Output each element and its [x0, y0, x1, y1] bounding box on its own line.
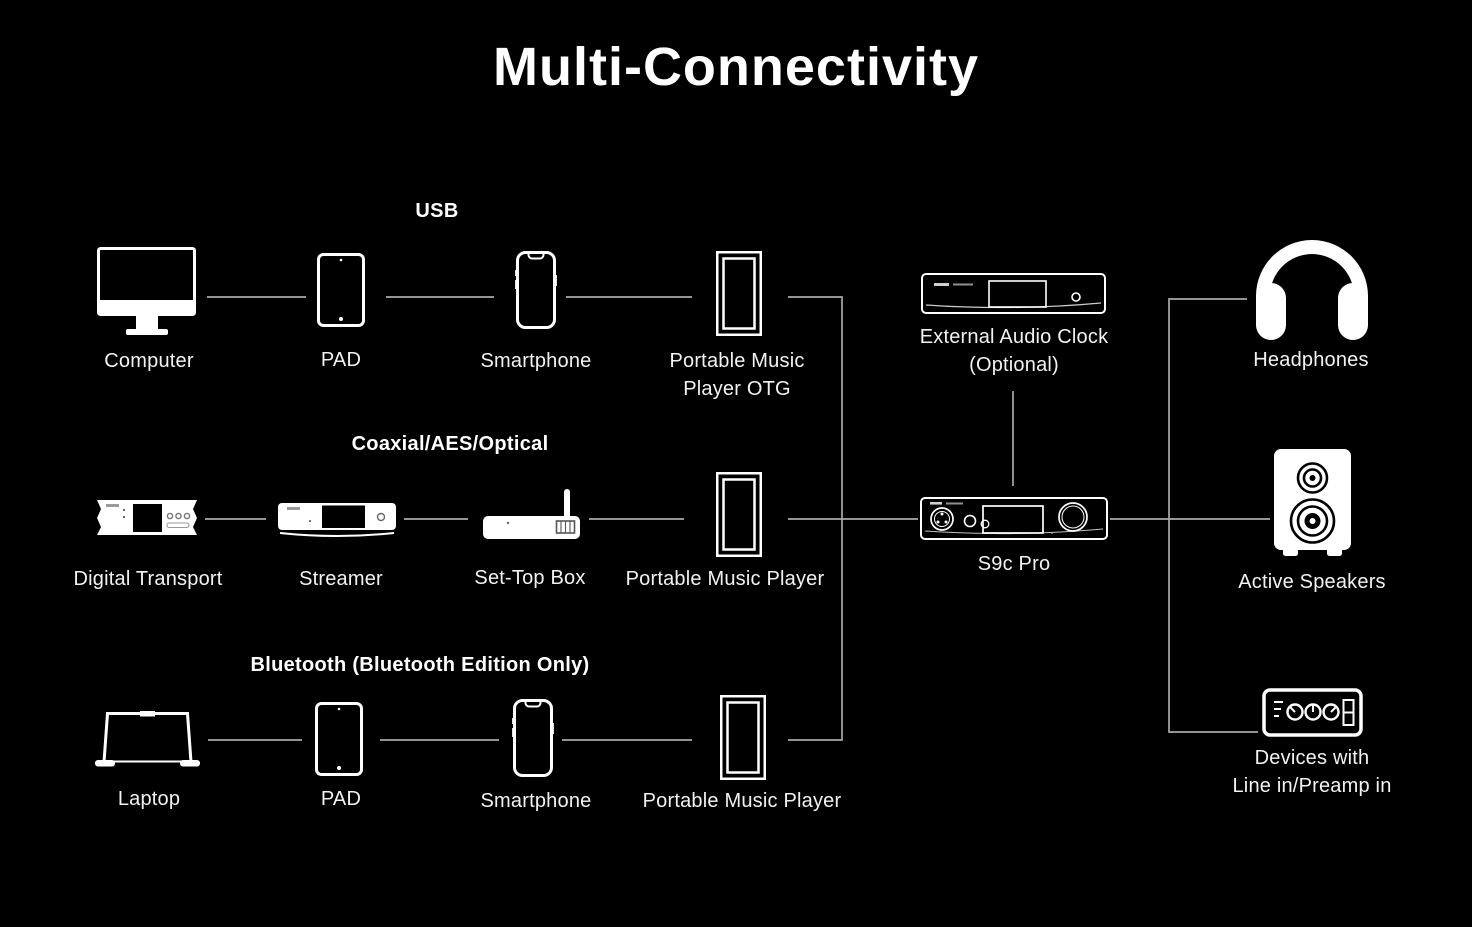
smartphone-icon	[513, 251, 559, 329]
section-header-usb: USB	[415, 200, 459, 222]
node-label-external-clock: External Audio Clock (Optional)	[919, 326, 1109, 376]
node-label-smartphone-bt: Smartphone	[480, 790, 592, 812]
active-speaker-icon	[1274, 449, 1351, 556]
node-label-set-top-box: Set-Top Box	[474, 567, 586, 589]
portable-music-player-icon	[720, 695, 766, 780]
section-header-coaxial: Coaxial/AES/Optical	[351, 433, 549, 455]
external-audio-clock-icon	[921, 273, 1106, 314]
tablet-icon	[315, 702, 363, 776]
smartphone-icon	[510, 699, 556, 777]
node-label-headphones: Headphones	[1253, 349, 1369, 371]
headphones-icon	[1256, 240, 1368, 340]
node-label-pad-usb: PAD	[320, 349, 362, 371]
computer-icon	[97, 247, 196, 335]
node-label-pad-bt: PAD	[320, 788, 362, 810]
connector-lines	[205, 296, 1270, 741]
node-label-player-coaxial: Portable Music Player	[625, 568, 825, 590]
node-label-computer: Computer	[104, 350, 194, 372]
right-bus-line	[1110, 298, 1270, 733]
node-label-streamer: Streamer	[299, 568, 383, 590]
laptop-icon	[95, 711, 200, 767]
node-label-player-bt: Portable Music Player	[642, 790, 842, 812]
node-label-line-in-preamp: Devices with Line in/Preamp in	[1232, 747, 1392, 797]
streamer-icon	[278, 503, 396, 537]
set-top-box-icon	[483, 489, 580, 539]
s9c-pro-dac-icon	[920, 497, 1108, 540]
portable-music-player-icon	[716, 251, 762, 336]
portable-music-player-icon	[716, 472, 762, 557]
section-header-bluetooth: Bluetooth (Bluetooth Edition Only)	[250, 654, 590, 676]
line-in-preamp-icon	[1262, 688, 1363, 737]
node-label-active-speakers: Active Speakers	[1238, 571, 1386, 593]
node-label-laptop: Laptop	[117, 788, 181, 810]
left-bus-line	[788, 296, 843, 741]
page-title: Multi-Connectivity	[493, 37, 979, 97]
tablet-icon	[317, 253, 365, 327]
node-label-s9c-pro: S9c Pro	[977, 553, 1051, 575]
node-label-smartphone-usb: Smartphone	[480, 350, 592, 372]
node-label-digital-transport: Digital Transport	[73, 568, 223, 590]
digital-transport-icon	[97, 500, 197, 535]
node-label-player-otg: Portable Music Player OTG	[669, 350, 805, 400]
